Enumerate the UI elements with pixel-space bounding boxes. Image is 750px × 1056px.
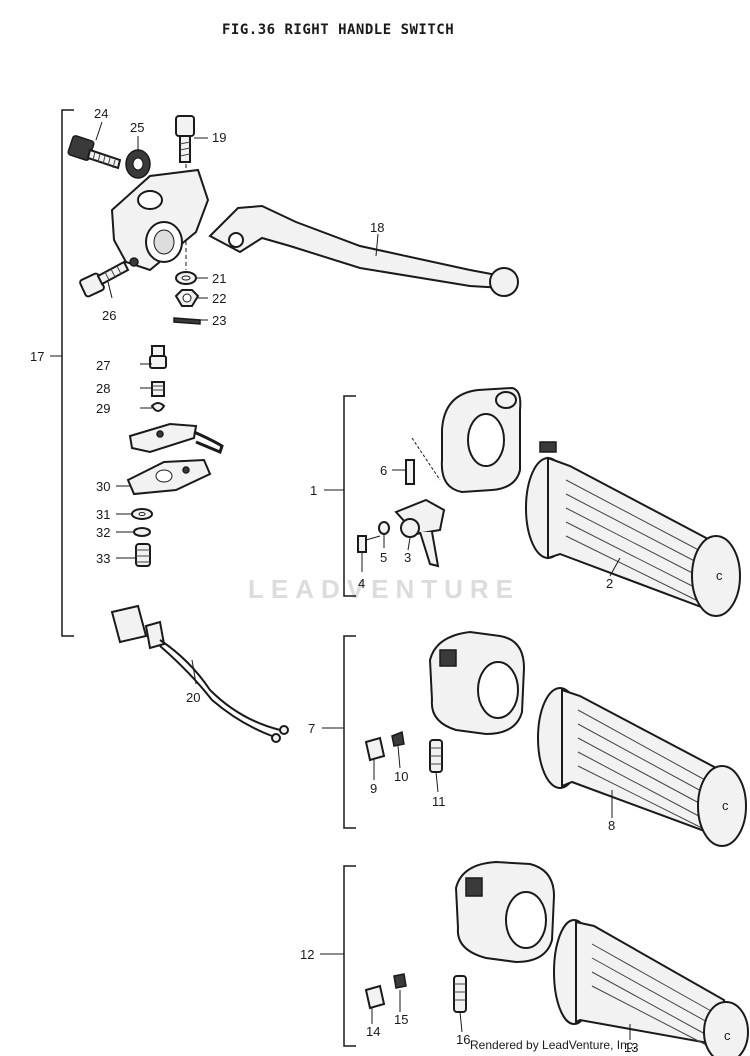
- handle-grip-part-8: c: [537, 687, 747, 847]
- spring-part-10: [391, 730, 405, 747]
- nut-part-25: [125, 149, 151, 179]
- switch-unit-part-3: [394, 498, 446, 568]
- pin-part-23: [173, 317, 201, 325]
- callout-31: 31: [96, 507, 110, 522]
- screw-part-11: [429, 739, 443, 773]
- svg-text:c: c: [724, 1028, 731, 1043]
- callout-32: 32: [96, 525, 110, 540]
- wire-harness-part-20: [110, 604, 289, 743]
- switch-housing-part-7: [428, 630, 526, 736]
- screw-part-6: [405, 437, 441, 485]
- screw-part-33: [135, 543, 151, 567]
- leader-lines: [95, 121, 631, 1040]
- callout-4: 4: [358, 576, 365, 591]
- screw-part-27: [149, 345, 167, 369]
- switch-housing-part-12: [454, 860, 556, 964]
- callout-33: 33: [96, 551, 110, 566]
- callout-28: 28: [96, 381, 110, 396]
- bracket-7: [343, 635, 356, 829]
- pivot-bolt-part-19: [175, 115, 195, 163]
- handle-grip-part-13: c: [553, 919, 749, 1056]
- callout-9: 9: [370, 781, 377, 796]
- nut-part-22: [174, 289, 200, 307]
- callout-8: 8: [608, 818, 615, 833]
- callout-13: 13: [624, 1040, 638, 1055]
- callout-22: 22: [212, 291, 226, 306]
- callout-30: 30: [96, 479, 110, 494]
- screw-part-9: [364, 736, 386, 762]
- bracket-17: [61, 109, 74, 637]
- callout-23: 23: [212, 313, 226, 328]
- throttle-grip-part-2: c: [525, 441, 741, 617]
- svg-text:c: c: [722, 798, 729, 813]
- callout-10: 10: [394, 769, 408, 784]
- rendered-by-footer: Rendered by LeadVenture, Inc.: [470, 1038, 637, 1052]
- callout-5: 5: [380, 550, 387, 565]
- callout-2: 2: [606, 576, 613, 591]
- svg-text:c: c: [716, 568, 723, 583]
- bolt-part-24: [67, 135, 122, 170]
- callout-7: 7: [308, 721, 315, 736]
- watermark-text: LEADVENTURE: [248, 574, 521, 604]
- switch-housing-part-1: [440, 386, 522, 494]
- callout-6: 6: [380, 463, 387, 478]
- callout-21: 21: [212, 271, 226, 286]
- switch-base-part-30: [126, 458, 212, 496]
- callout-12: 12: [300, 947, 314, 962]
- callout-27: 27: [96, 358, 110, 373]
- brake-lever-part-18: [208, 204, 519, 297]
- callout-14: 14: [366, 1024, 380, 1039]
- callout-24: 24: [94, 106, 108, 121]
- washer-part-21: [175, 271, 197, 285]
- washer-part-32: [133, 527, 151, 537]
- switch-plate-with-wire: [128, 422, 224, 455]
- spring-part-15: [393, 973, 407, 989]
- figure-title: FIG.36 RIGHT HANDLE SWITCH: [222, 22, 455, 38]
- lever-holder-bracket: [110, 168, 210, 272]
- callout-labels: 24 25 19 18 21 22 23 26 17 27 28 29 30 3…: [30, 106, 638, 1055]
- screw-part-16: [453, 975, 467, 1013]
- bolt-part-26: [79, 260, 130, 298]
- callout-18: 18: [370, 220, 384, 235]
- spring-part-28: [151, 381, 165, 397]
- callout-11: 11: [432, 794, 446, 809]
- callout-29: 29: [96, 401, 110, 416]
- bracket-12: [343, 865, 356, 1047]
- callout-20: 20: [186, 690, 200, 705]
- callout-17: 17: [30, 349, 44, 364]
- bracket-1: [343, 395, 356, 597]
- callout-16: 16: [456, 1032, 470, 1047]
- washer-part-31: [131, 508, 153, 520]
- clip-part-29: [150, 402, 166, 412]
- washer-part-5: [378, 521, 390, 535]
- callout-15: 15: [394, 1012, 408, 1027]
- callout-1: 1: [310, 483, 317, 498]
- callout-3: 3: [404, 550, 411, 565]
- screw-part-4: [357, 535, 381, 553]
- callout-26: 26: [102, 308, 116, 323]
- callout-25: 25: [130, 120, 144, 135]
- screw-part-14: [364, 984, 386, 1010]
- callout-19: 19: [212, 130, 226, 145]
